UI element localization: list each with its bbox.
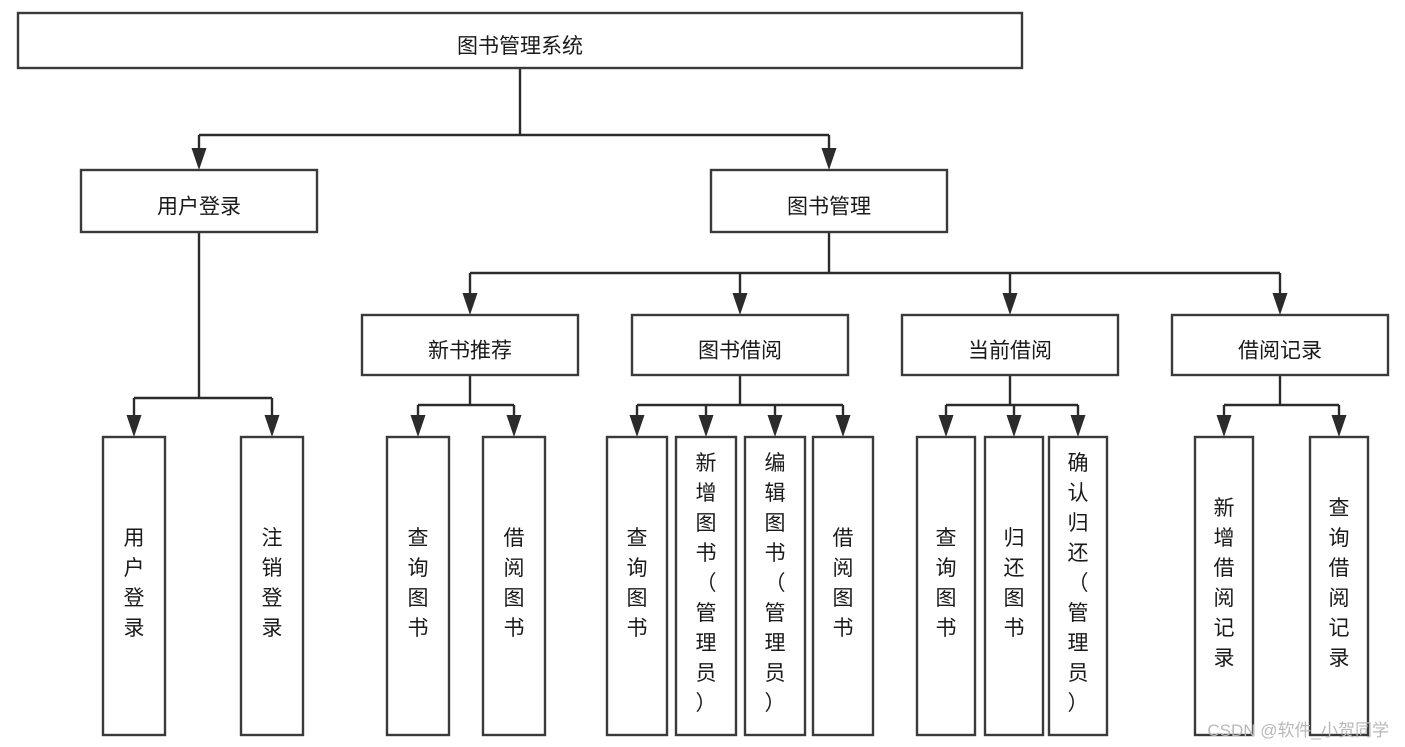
- node-label-leaf-borrow-book-bb: 借阅图书: [833, 527, 854, 640]
- arrow-head-icon: [506, 415, 522, 437]
- watermark-label: CSDN @软件_小贺同学: [1207, 721, 1389, 740]
- node-leaf-query-book-bb[interactable]: 查询图书: [605, 435, 669, 737]
- connector-borrow-record: [1216, 375, 1347, 437]
- node-current-borrow[interactable]: 当前借阅: [900, 313, 1120, 377]
- node-box-leaf-user-logout[interactable]: [239, 435, 305, 737]
- arrow-head-icon: [126, 415, 142, 437]
- connector-current-borrow: [938, 375, 1086, 437]
- connector-book-manage: [462, 232, 1288, 315]
- node-leaf-query-borrow-record[interactable]: 查询借阅记录: [1308, 435, 1370, 737]
- arrow-head-icon: [410, 415, 426, 437]
- node-user-login[interactable]: 用户登录: [79, 168, 319, 234]
- node-book-borrow[interactable]: 图书借阅: [630, 313, 850, 377]
- node-box-leaf-edit-book-admin[interactable]: [743, 435, 807, 737]
- node-box-root[interactable]: [16, 11, 1024, 70]
- connector-lines-layer: [126, 68, 1347, 437]
- node-box-leaf-query-book-bb[interactable]: [605, 435, 669, 737]
- node-leaf-query-book-cb[interactable]: 查询图书: [915, 435, 977, 737]
- node-leaf-add-book-admin[interactable]: 新增图书（管理员）: [674, 435, 738, 737]
- node-label-leaf-query-book-rec: 查询图书: [408, 527, 429, 640]
- node-box-leaf-borrow-book-rec[interactable]: [481, 435, 547, 737]
- node-root[interactable]: 图书管理系统: [16, 11, 1024, 70]
- node-label-user-login: 用户登录: [157, 196, 241, 219]
- node-label-leaf-query-book-bb: 查询图书: [627, 527, 648, 640]
- node-leaf-user-logout[interactable]: 注销登录: [239, 435, 305, 737]
- node-label-leaf-add-borrow-record: 新增借阅记录: [1214, 497, 1235, 670]
- node-box-leaf-user-login[interactable]: [101, 435, 167, 737]
- arrow-head-icon: [1006, 415, 1022, 437]
- arrow-head-icon: [629, 415, 645, 437]
- connector-user-login: [126, 232, 280, 437]
- arrow-head-icon: [191, 148, 207, 170]
- arrow-head-icon: [698, 415, 714, 437]
- node-new-book-rec[interactable]: 新书推荐: [360, 313, 580, 377]
- arrow-head-icon: [1272, 293, 1288, 315]
- arrow-head-icon: [821, 148, 837, 170]
- connector-book-borrow: [629, 375, 851, 437]
- node-borrow-record[interactable]: 借阅记录: [1170, 313, 1390, 377]
- node-box-leaf-query-book-rec[interactable]: [385, 435, 451, 737]
- connector-root: [191, 68, 837, 170]
- node-leaf-user-login[interactable]: 用户登录: [101, 435, 167, 737]
- arrow-head-icon: [1331, 415, 1347, 437]
- node-box-borrow-record[interactable]: [1170, 313, 1390, 377]
- node-box-current-borrow[interactable]: [900, 313, 1120, 377]
- node-label-leaf-edit-book-admin: 编辑图书（管理员）: [765, 452, 786, 715]
- node-leaf-confirm-return-admin[interactable]: 确认归还（管理员）: [1047, 435, 1109, 737]
- node-book-manage[interactable]: 图书管理: [709, 168, 949, 234]
- arrow-head-icon: [462, 293, 478, 315]
- node-box-leaf-query-borrow-record[interactable]: [1308, 435, 1370, 737]
- node-label-root: 图书管理系统: [457, 35, 583, 58]
- node-leaf-add-borrow-record[interactable]: 新增借阅记录: [1193, 435, 1255, 737]
- arrow-head-icon: [1070, 415, 1086, 437]
- arrow-head-icon: [767, 415, 783, 437]
- node-label-leaf-borrow-book-rec: 借阅图书: [504, 527, 525, 640]
- arrow-head-icon: [732, 293, 748, 315]
- node-box-leaf-return-book[interactable]: [983, 435, 1045, 737]
- node-label-leaf-add-book-admin: 新增图书（管理员）: [696, 452, 717, 715]
- node-label-borrow-record: 借阅记录: [1238, 340, 1322, 363]
- node-label-book-borrow: 图书借阅: [698, 340, 782, 363]
- nodes-layer: 图书管理系统用户登录图书管理新书推荐图书借阅当前借阅借阅记录用户登录注销登录查询…: [16, 11, 1390, 737]
- node-box-leaf-add-book-admin[interactable]: [674, 435, 738, 737]
- node-label-leaf-user-logout: 注销登录: [262, 527, 283, 640]
- node-box-new-book-rec[interactable]: [360, 313, 580, 377]
- node-label-leaf-return-book: 归还图书: [1004, 527, 1025, 640]
- node-leaf-borrow-book-bb[interactable]: 借阅图书: [811, 435, 875, 737]
- connector-new-book-rec: [410, 375, 522, 437]
- node-leaf-borrow-book-rec[interactable]: 借阅图书: [481, 435, 547, 737]
- node-box-leaf-add-borrow-record[interactable]: [1193, 435, 1255, 737]
- node-leaf-edit-book-admin[interactable]: 编辑图书（管理员）: [743, 435, 807, 737]
- arrow-head-icon: [1002, 293, 1018, 315]
- node-box-leaf-query-book-cb[interactable]: [915, 435, 977, 737]
- arrow-head-icon: [1216, 415, 1232, 437]
- node-label-book-manage: 图书管理: [787, 196, 871, 219]
- node-leaf-query-book-rec[interactable]: 查询图书: [385, 435, 451, 737]
- node-label-new-book-rec: 新书推荐: [428, 340, 512, 363]
- node-label-current-borrow: 当前借阅: [968, 340, 1052, 363]
- node-box-user-login[interactable]: [79, 168, 319, 234]
- node-label-leaf-user-login: 用户登录: [124, 527, 145, 640]
- node-label-leaf-query-book-cb: 查询图书: [936, 527, 957, 640]
- arrow-head-icon: [835, 415, 851, 437]
- node-box-book-manage[interactable]: [709, 168, 949, 234]
- node-leaf-return-book[interactable]: 归还图书: [983, 435, 1045, 737]
- arrow-head-icon: [938, 415, 954, 437]
- node-label-leaf-query-borrow-record: 查询借阅记录: [1329, 497, 1350, 670]
- node-box-leaf-borrow-book-bb[interactable]: [811, 435, 875, 737]
- node-box-book-borrow[interactable]: [630, 313, 850, 377]
- node-box-leaf-confirm-return-admin[interactable]: [1047, 435, 1109, 737]
- node-label-leaf-confirm-return-admin: 确认归还（管理员）: [1068, 452, 1089, 715]
- arrow-head-icon: [264, 415, 280, 437]
